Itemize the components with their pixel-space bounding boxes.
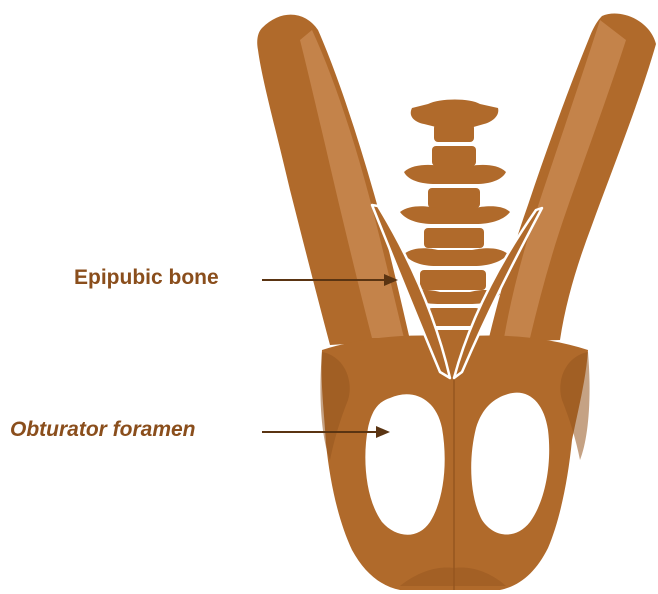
epipubic-bone-label: Epipubic bone (74, 266, 219, 290)
left-obturator-foramen (365, 394, 444, 535)
obturator-foramen-label: Obturator foramen (10, 418, 196, 442)
